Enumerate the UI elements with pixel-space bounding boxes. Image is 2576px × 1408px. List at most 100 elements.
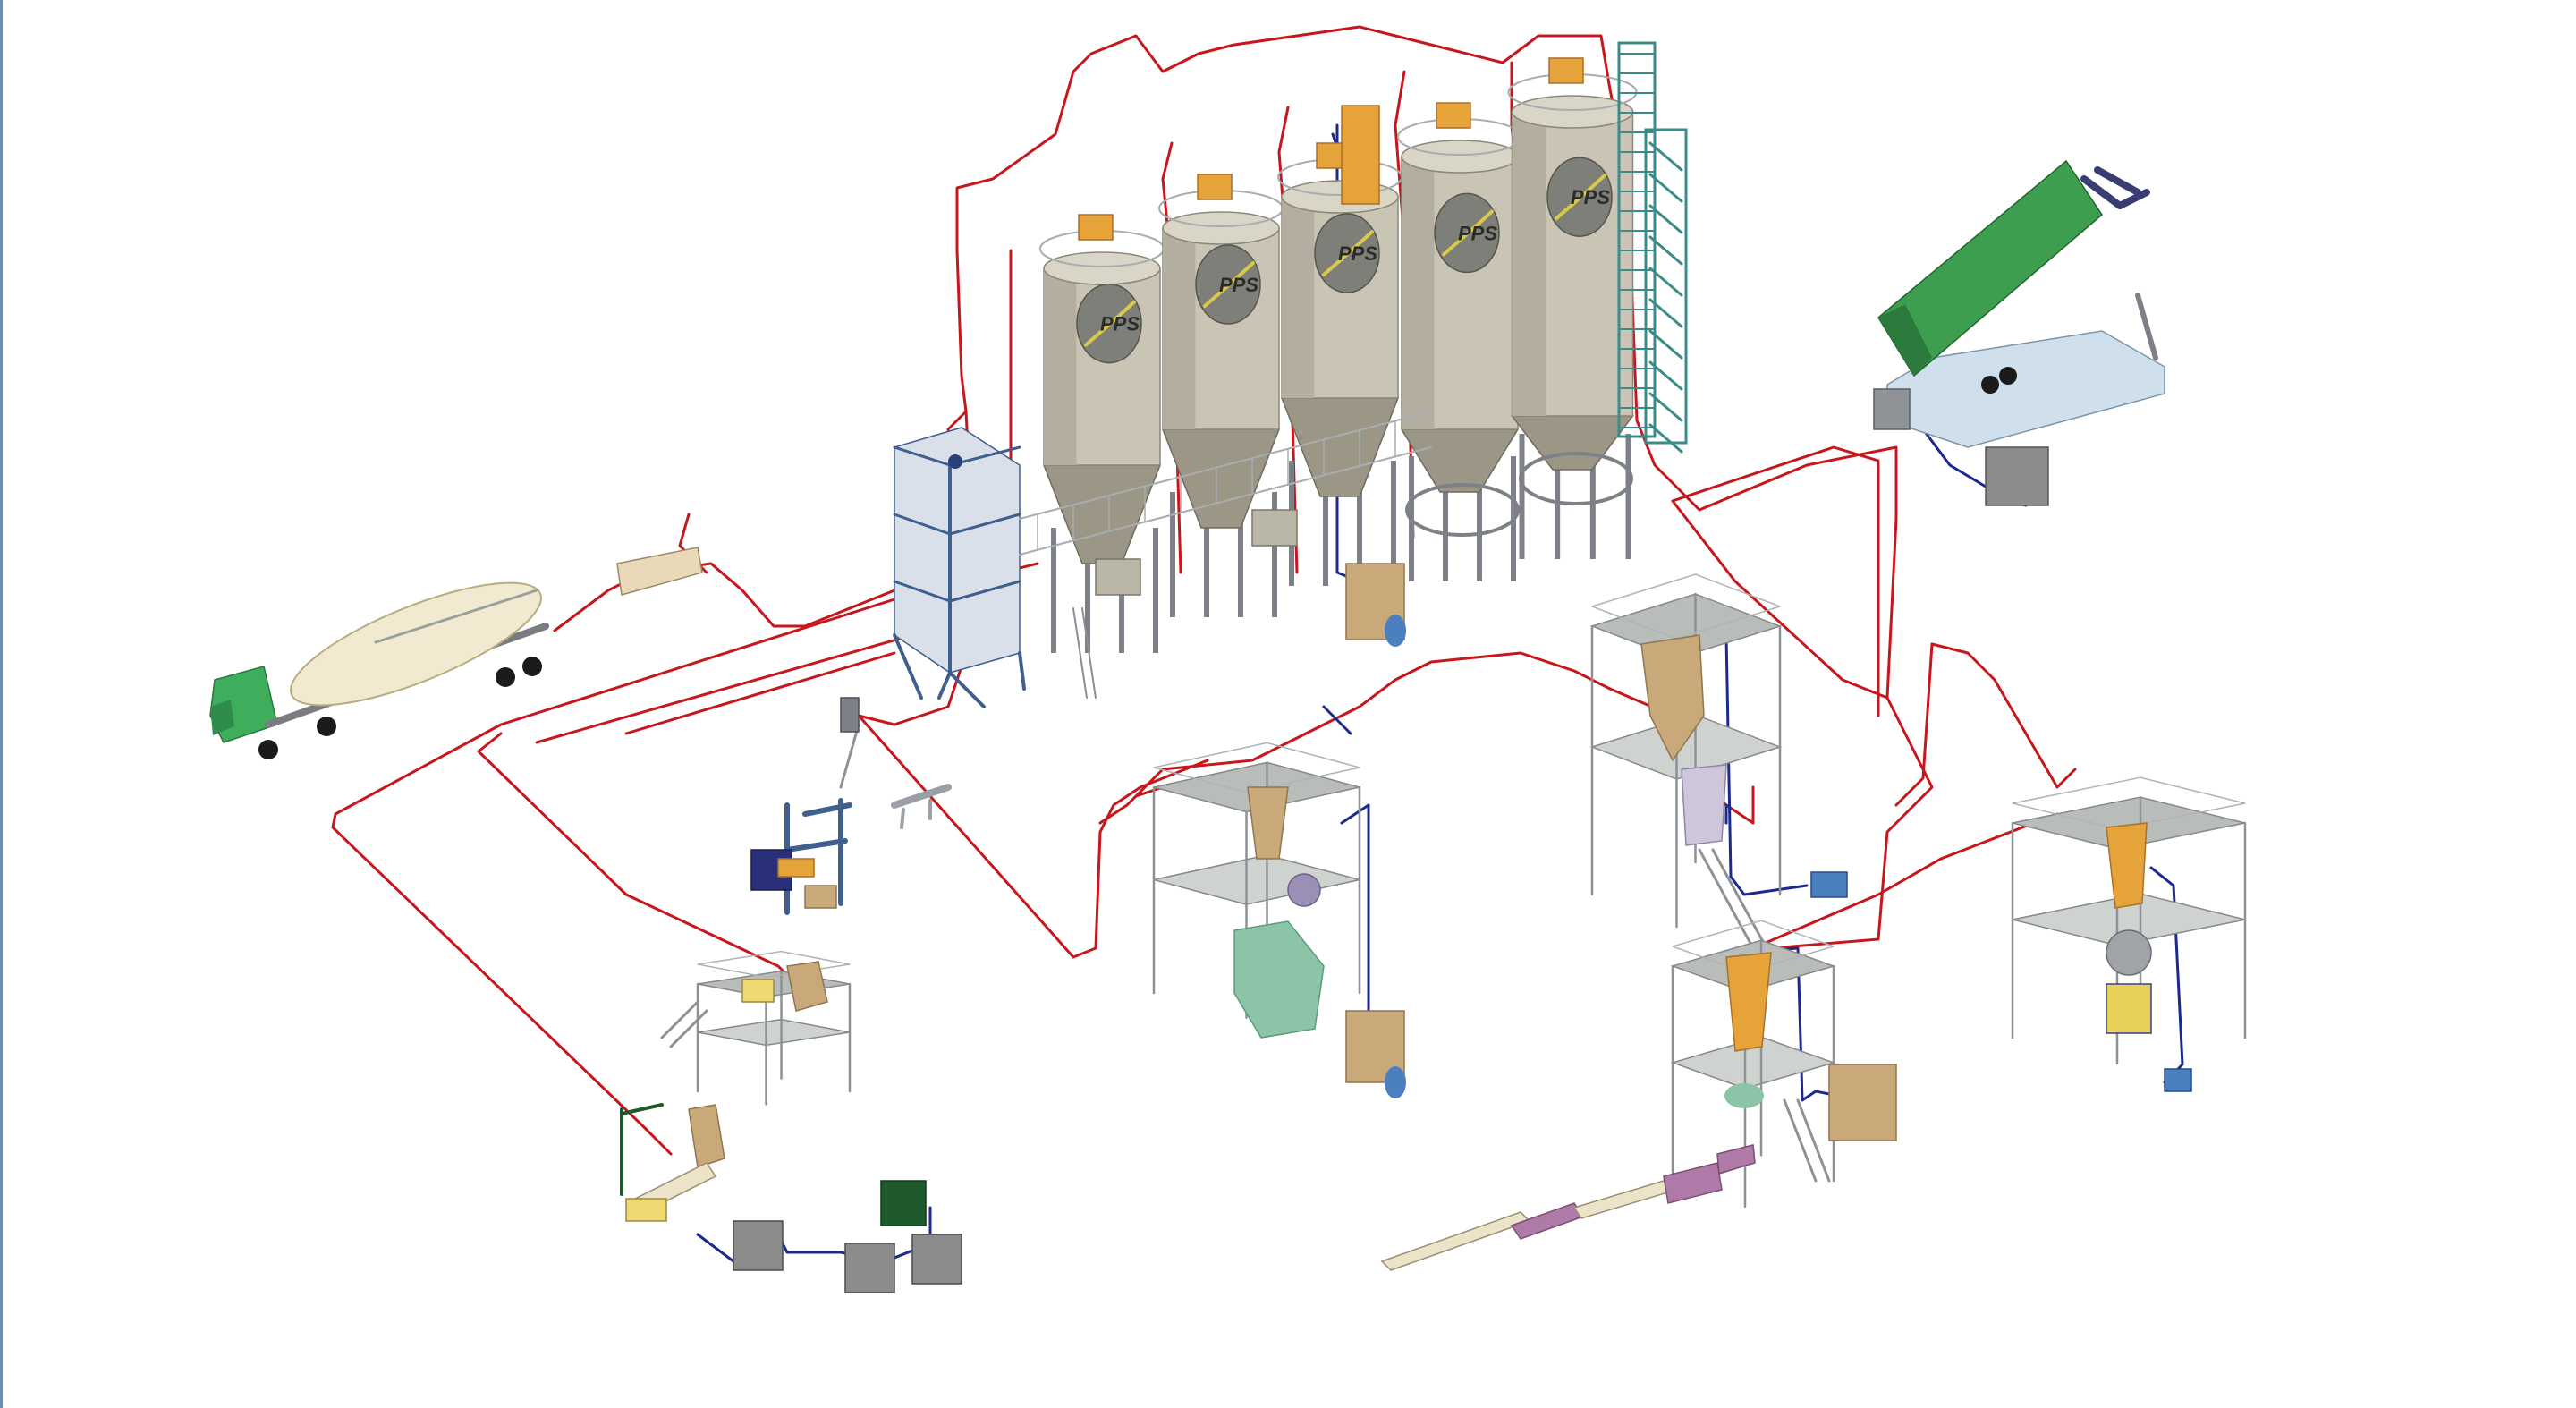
tipper-ram	[2135, 293, 2158, 360]
station-right-guardrail	[2012, 776, 2246, 830]
packer-filter-box	[1828, 1064, 1897, 1141]
bag-dump-station	[786, 961, 828, 1012]
tower-bands	[893, 513, 1021, 603]
platform-rail	[1019, 411, 1432, 556]
silo-logo-label: PPS	[1571, 186, 1610, 208]
red-line-18	[1608, 88, 1898, 700]
right-station-hopper	[2106, 822, 2148, 909]
station-bag-dump-mid-deck	[697, 1018, 851, 1047]
red-line-19	[1671, 445, 1880, 717]
station-bag-dump	[660, 950, 852, 1106]
red-line-20	[1411, 651, 1612, 691]
silo-platform	[1019, 411, 1432, 699]
stair-flight	[1648, 392, 1683, 422]
silo-cone	[1400, 428, 1520, 493]
silo-logo-swoosh	[1084, 300, 1136, 347]
silo-logo-swoosh	[1322, 230, 1374, 276]
station-tall	[1589, 573, 1848, 950]
truck-wheel	[522, 657, 542, 676]
station-packer-guardrail	[1672, 920, 1835, 973]
tower-legs	[893, 633, 1026, 708]
grey-mixer-1	[733, 1220, 784, 1271]
bag-loader-pallet	[625, 1198, 667, 1222]
silo-roof-filter	[1197, 174, 1233, 200]
truck-wheel	[317, 717, 336, 736]
tall-station-blower	[1810, 871, 1848, 898]
mixer-cyclone	[1247, 786, 1289, 860]
tall-station-feeder	[1681, 764, 1727, 846]
red-line-4	[331, 812, 673, 1156]
station-bag-dump-guardrail	[697, 950, 851, 979]
silo-leg	[1323, 461, 1328, 586]
red-line-22	[1098, 669, 1415, 825]
silo-roof	[1043, 251, 1161, 285]
container-tipper	[1873, 159, 2165, 506]
silo-leg	[1589, 434, 1596, 559]
silo-leg	[1357, 461, 1362, 586]
red-line-26	[1894, 642, 1934, 807]
silo-leg	[1170, 492, 1175, 617]
right-station-bag-filler	[2106, 983, 2152, 1034]
silo-logo-label: PPS	[1100, 313, 1140, 335]
silo-3-top-filter	[1341, 105, 1380, 205]
silo-shade	[1402, 157, 1435, 429]
bag-dump-stair	[660, 1000, 708, 1048]
silo-shade	[1163, 228, 1196, 429]
station-tall-guardrail	[1591, 573, 1781, 640]
stair-flight	[1648, 423, 1683, 454]
silo-leg	[1625, 434, 1631, 559]
blue-line-12	[1322, 705, 1352, 735]
right-station-pump	[2164, 1068, 2192, 1092]
storage-tower	[893, 427, 1026, 708]
grey-mixer-2	[844, 1243, 895, 1293]
truck-cab-side	[210, 700, 234, 735]
tanker-barrel	[290, 581, 542, 707]
red-line-1	[553, 562, 950, 632]
station-packer	[1380, 920, 1897, 1271]
red-line-10	[955, 25, 1612, 252]
packer-conveyor-1	[1380, 1211, 1531, 1271]
tanker-rail	[374, 589, 538, 644]
red-line-7	[624, 651, 896, 735]
tanker-truck	[209, 547, 703, 759]
tipper-wheel	[1981, 376, 1999, 394]
stair-flight	[1648, 235, 1683, 266]
red-line-25	[1930, 642, 2077, 789]
silo-4-base-ring	[1405, 483, 1520, 537]
silo-5-base-ring	[1519, 452, 1633, 505]
silo-leg	[1391, 461, 1396, 586]
big-bag-discharger	[804, 885, 837, 909]
silo-roof	[1162, 211, 1280, 245]
silo-roof-filter	[1436, 102, 1471, 129]
silo-leg	[1519, 434, 1525, 559]
manifold-drops	[900, 799, 932, 829]
stair-flight	[1648, 141, 1683, 172]
silo-5: PPS	[1507, 57, 1638, 559]
tipper-lift-arms	[2080, 166, 2150, 209]
stair-flight	[1648, 360, 1683, 391]
tipper-wheel	[1999, 367, 2017, 385]
big-bag-chute	[839, 723, 860, 789]
conveyor-bottom-left	[620, 1103, 962, 1293]
mixer-pump	[1385, 1066, 1406, 1098]
tipper-dosing-unit	[1873, 388, 1911, 430]
tipper-container-end	[1878, 304, 1932, 376]
silo-leg	[1085, 528, 1090, 653]
under-silo-hopper-2	[1251, 509, 1298, 547]
blue-line-6	[1340, 803, 1388, 1022]
silo-leg	[1238, 492, 1243, 617]
tipper-dust-box	[1985, 446, 2049, 506]
silo-leg	[1153, 528, 1158, 653]
silo-roof	[1281, 180, 1399, 214]
silo-leg	[1204, 492, 1209, 617]
bag-loader-frame	[620, 1103, 664, 1196]
packer-bagger-3	[1716, 1144, 1756, 1175]
silo-roof-filter	[1548, 57, 1584, 84]
big-bag-station	[750, 697, 860, 915]
truck-wheel	[258, 740, 278, 759]
station-mixer-guardrail	[1153, 742, 1360, 793]
bag-dump-pallet	[741, 979, 775, 1003]
silo-logo-label: PPS	[1458, 222, 1497, 244]
